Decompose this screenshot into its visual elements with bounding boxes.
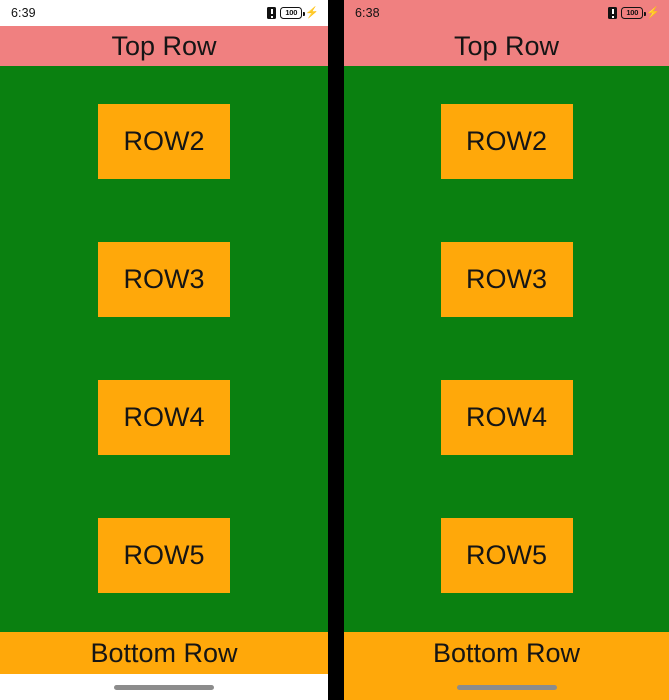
battery-icon: 100 [621,7,646,19]
row5-button[interactable]: ROW5 [440,517,573,593]
row3-button-label: ROW3 [123,264,205,295]
row3-button-label: ROW3 [466,264,547,295]
status-time: 6:39 [11,5,36,20]
phone-screen-right: 6:38 100 ⚡ Top Row ROW2 ROW3 ROW4 [344,0,669,700]
row3-button[interactable]: ROW3 [440,242,573,318]
navigation-bar [0,674,328,700]
top-row: Top Row [344,26,669,66]
charging-bolt-icon: ⚡ [646,6,660,19]
row4-button-label: ROW4 [466,401,547,432]
status-bar: 6:39 100 ⚡ [0,0,328,26]
bottom-row-label: Bottom Row [90,637,238,668]
row2-button[interactable]: ROW2 [440,104,573,180]
row4-button[interactable]: ROW4 [440,379,573,455]
status-bar: 6:38 100 ⚡ [344,0,669,26]
alert-icon [608,7,618,19]
phone-screen-left: 6:39 100 ⚡ Top Row ROW2 ROW3 ROW4 [0,0,328,700]
row5-button-label: ROW5 [466,539,547,570]
row2-button[interactable]: ROW2 [98,104,230,180]
battery-level-label: 100 [626,8,639,18]
row4-button-label: ROW4 [123,401,205,432]
home-indicator[interactable] [114,684,214,690]
home-indicator[interactable] [456,684,557,690]
bottom-row: Bottom Row [344,632,669,674]
bottom-row-label: Bottom Row [432,637,581,668]
battery-icon: 100 [280,7,305,19]
status-icon-group: 100 ⚡ [267,7,319,19]
content-area: ROW2 ROW3 ROW4 ROW5 [344,66,669,632]
alert-icon [267,7,277,19]
top-row: Top Row [0,26,328,66]
row2-button-label: ROW2 [123,126,205,157]
status-time: 6:38 [355,5,380,20]
battery-level-label: 100 [285,8,298,18]
row5-button[interactable]: ROW5 [98,517,230,593]
top-row-label: Top Row [111,30,217,61]
navigation-bar [344,674,669,700]
charging-bolt-icon: ⚡ [305,6,319,19]
content-area: ROW2 ROW3 ROW4 ROW5 [0,66,328,632]
bottom-row: Bottom Row [0,632,328,674]
top-row-label: Top Row [453,30,560,61]
row2-button-label: ROW2 [466,126,547,157]
row3-button[interactable]: ROW3 [98,242,230,318]
panel-divider [328,0,344,700]
status-icon-group: 100 ⚡ [608,7,660,19]
row5-button-label: ROW5 [123,539,205,570]
row4-button[interactable]: ROW4 [98,379,230,455]
